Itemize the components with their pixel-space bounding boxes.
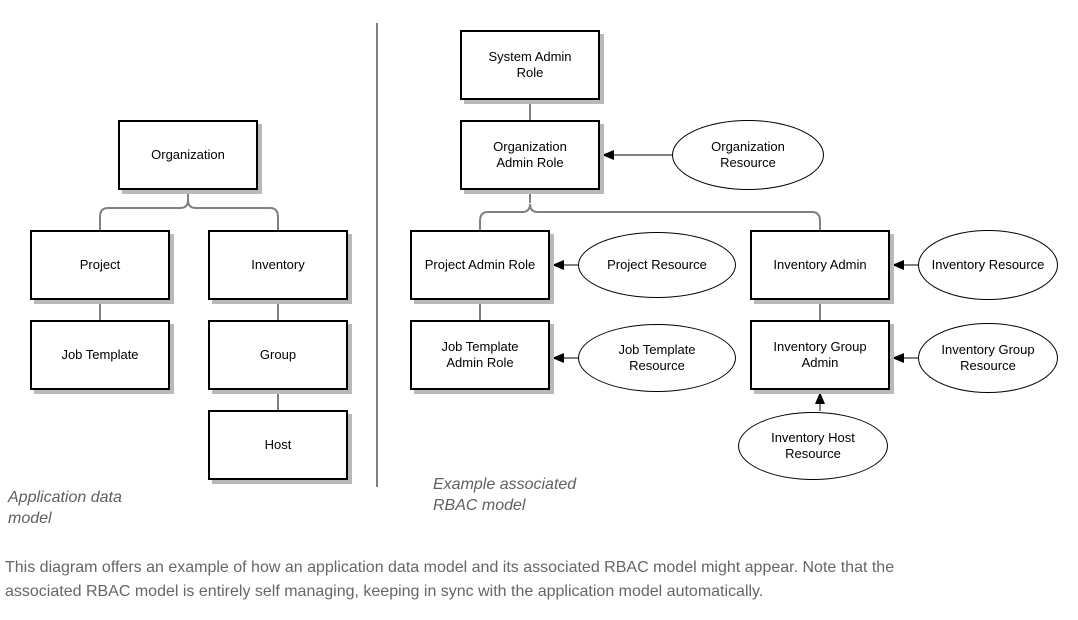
node-inventory-group-resource-label: Inventory Group Resource — [941, 342, 1035, 373]
node-organization-admin-role: Organization Admin Role — [460, 120, 600, 190]
node-job-template: Job Template — [30, 320, 170, 390]
node-organization-admin-role-label: Organization Admin Role — [493, 139, 567, 170]
node-inventory-group-resource: Inventory Group Resource — [918, 323, 1058, 393]
node-project-resource: Project Resource — [578, 232, 736, 298]
node-organization: Organization — [118, 120, 258, 190]
node-group-label: Group — [259, 347, 297, 362]
node-inventory-host-resource-label: Inventory Host Resource — [771, 430, 855, 461]
node-inventory-group-admin-label: Inventory Group Admin — [773, 339, 867, 370]
diagram-description: This diagram offers an example of how an… — [5, 559, 895, 600]
connector-organization-children — [99, 190, 279, 230]
node-project-admin-role: Project Admin Role — [410, 230, 550, 300]
left-diagram-caption: Application data model — [8, 489, 122, 527]
node-inventory: Inventory — [208, 230, 348, 300]
node-host: Host — [208, 410, 348, 480]
node-job-template-label: Job Template — [61, 347, 139, 362]
node-project-label: Project — [79, 257, 121, 272]
node-system-admin-role-label: System Admin Role — [488, 49, 572, 80]
node-inventory-host-resource: Inventory Host Resource — [738, 412, 888, 480]
node-job-template-admin-role: Job Template Admin Role — [410, 320, 550, 390]
node-inventory-resource: Inventory Resource — [918, 230, 1058, 300]
node-group: Group — [208, 320, 348, 390]
node-organization-resource-label: Organization Resource — [711, 139, 785, 170]
node-organization-resource: Organization Resource — [672, 120, 824, 190]
node-organization-label: Organization — [151, 147, 225, 162]
node-job-template-resource-label: Job Template Resource — [618, 342, 696, 373]
node-project: Project — [30, 230, 170, 300]
node-inventory-resource-label: Inventory Resource — [931, 257, 1045, 272]
node-job-template-resource: Job Template Resource — [578, 324, 736, 392]
node-inventory-group-admin: Inventory Group Admin — [750, 320, 890, 390]
node-host-label: Host — [264, 437, 292, 452]
node-system-admin-role: System Admin Role — [460, 30, 600, 100]
node-inventory-label: Inventory — [251, 257, 305, 272]
right-diagram-caption: Example associated RBAC model — [433, 476, 577, 514]
node-inventory-admin: Inventory Admin — [750, 230, 890, 300]
node-job-template-admin-role-label: Job Template Admin Role — [441, 339, 519, 370]
node-inventory-admin-label: Inventory Admin — [773, 257, 867, 272]
node-project-resource-label: Project Resource — [607, 257, 707, 272]
connector-orgadmin-children — [479, 190, 821, 230]
node-project-admin-role-label: Project Admin Role — [424, 257, 536, 272]
